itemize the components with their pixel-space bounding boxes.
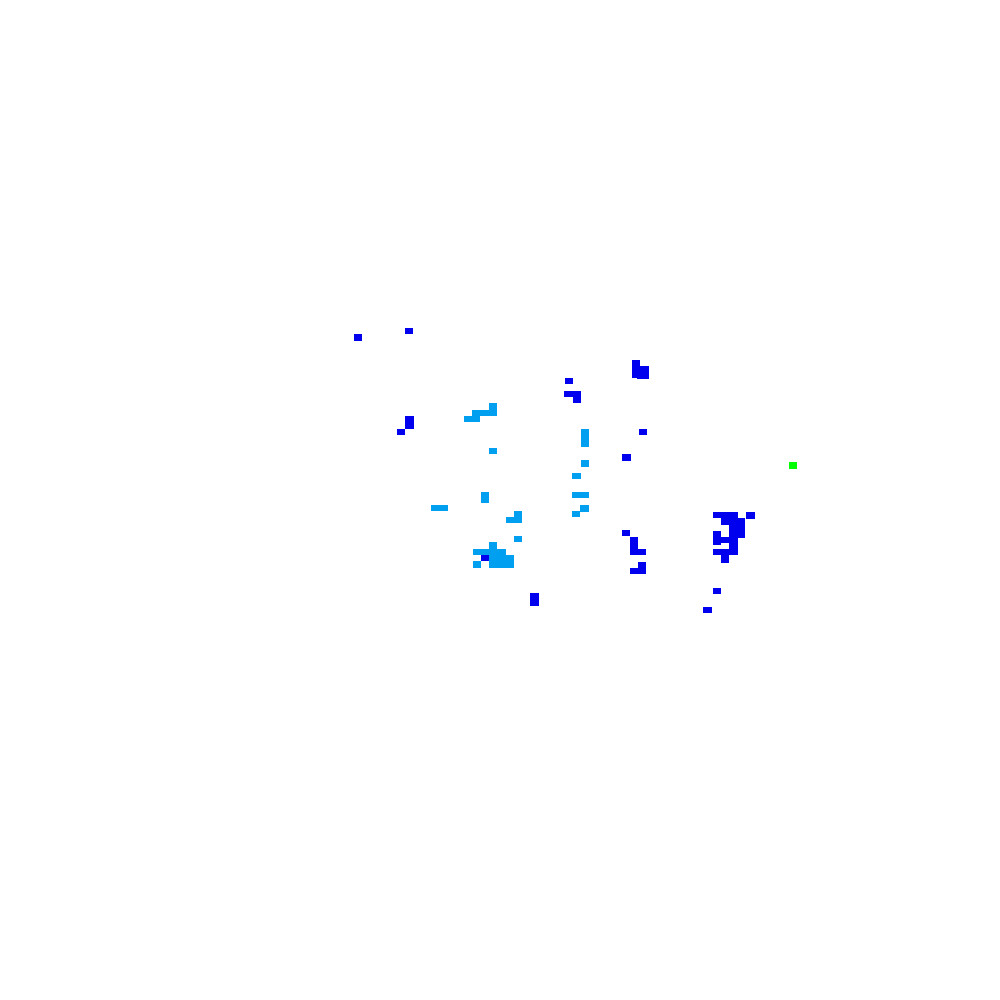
light-blue-cell: [572, 473, 581, 479]
dark-blue-cell: [729, 530, 738, 555]
dark-blue-cell: [564, 391, 580, 397]
dark-blue-cell: [565, 378, 573, 384]
dark-blue-cell: [405, 416, 414, 429]
light-blue-cell: [506, 517, 522, 523]
light-blue-cell: [464, 416, 480, 422]
light-blue-cell: [514, 511, 522, 522]
dark-blue-cell: [713, 549, 738, 555]
dark-blue-cell: [639, 429, 647, 435]
light-blue-cell: [473, 549, 506, 555]
light-blue-cell: [489, 403, 497, 416]
light-blue-cell: [489, 542, 497, 555]
dark-blue-cell: [354, 334, 362, 341]
dark-blue-cell: [405, 328, 413, 334]
dark-blue-cell: [481, 555, 489, 561]
dark-blue-cell: [637, 366, 649, 379]
dark-blue-cell: [630, 537, 638, 555]
dark-blue-cell: [632, 360, 640, 378]
dark-blue-cell: [630, 549, 646, 555]
light-blue-cell: [581, 429, 589, 447]
dark-blue-cell: [721, 555, 729, 563]
light-blue-cell: [431, 505, 448, 511]
light-blue-cell: [472, 410, 497, 416]
dark-blue-cell: [630, 568, 646, 574]
dark-blue-cell: [573, 391, 581, 403]
dark-blue-cell: [703, 607, 712, 613]
dark-blue-cell: [622, 454, 631, 461]
dark-blue-cell: [530, 593, 539, 606]
light-blue-cell: [473, 561, 481, 568]
light-blue-cell: [481, 492, 489, 503]
dark-blue-cell: [713, 537, 738, 543]
dark-blue-cell: [746, 512, 755, 519]
light-blue-cell: [580, 505, 589, 512]
light-blue-cell: [572, 492, 589, 498]
dark-blue-cell: [622, 530, 630, 536]
dark-blue-cell: [713, 588, 721, 594]
light-blue-cell: [572, 511, 580, 517]
dark-blue-cell: [397, 429, 405, 435]
green-marker: [789, 462, 797, 469]
light-blue-cell: [581, 460, 589, 467]
light-blue-cell: [489, 448, 497, 454]
light-blue-cell: [514, 536, 522, 542]
light-blue-cell: [489, 555, 514, 568]
